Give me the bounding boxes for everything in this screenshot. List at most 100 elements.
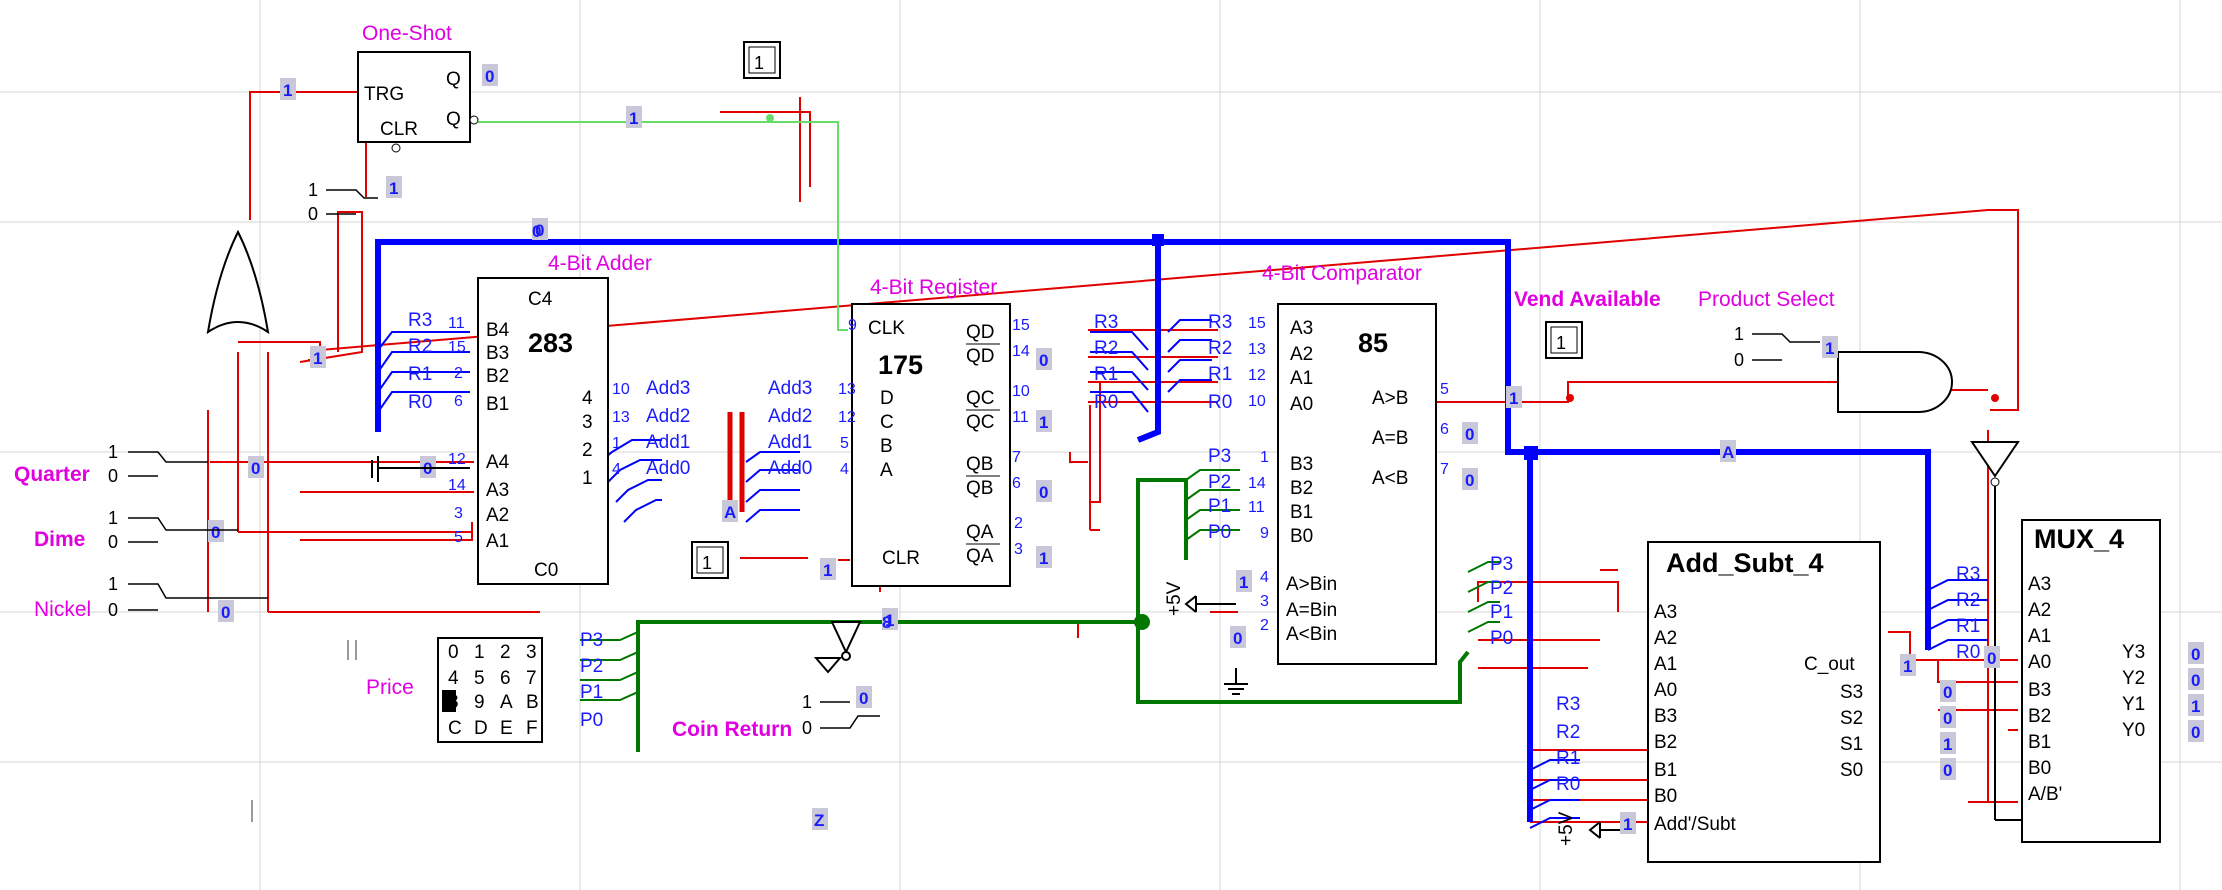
svg-text:0: 0 [1233,629,1242,648]
svg-text:12: 12 [1248,367,1266,384]
svg-text:P2: P2 [580,656,603,677]
svg-text:Y1: Y1 [2122,694,2145,715]
svg-text:QA: QA [966,522,994,543]
svg-text:B3: B3 [1290,454,1313,475]
pin-numbers: 11 15 2 6 12 14 3 5 10 13 1 4 13 12 5 4 … [448,315,1449,634]
svg-text:A3: A3 [486,480,509,501]
input-switches[interactable]: 1 0 1 0 1 0 1 0 1 0 1 0 [108,180,1744,738]
svg-text:0: 0 [1943,709,1952,728]
svg-text:Z: Z [814,811,824,830]
svg-text:P0: P0 [1208,522,1231,543]
svg-text:P0: P0 [580,710,603,731]
svg-text:0: 0 [1943,761,1952,780]
svg-text:4: 4 [582,388,593,409]
svg-text:CLR: CLR [882,548,920,569]
svg-text:1: 1 [702,553,712,573]
keypad-key[interactable]: D [474,718,488,739]
svg-text:13: 13 [1248,341,1266,358]
svg-text:283: 283 [528,328,573,358]
svg-text:Add3: Add3 [768,378,812,399]
svg-text:A: A [1722,443,1734,462]
add-subt-block: Add_Subt_4 A3 A2 A1 A0 B3 B2 B1 B0 Add'/… [1647,541,1881,863]
svg-text:A1: A1 [486,531,509,552]
svg-text:S2: S2 [1840,708,1863,729]
svg-text:6: 6 [454,393,463,410]
svg-text:13: 13 [612,409,630,426]
svg-text:1: 1 [823,561,832,580]
svg-text:Add2: Add2 [768,406,812,427]
register-block: 4-Bit Register CLK 175 D C B A CLR QD QD… [851,276,1011,587]
nickel-label: Nickel [34,598,91,621]
svg-text:Add0: Add0 [646,458,690,479]
keypad-key[interactable]: 7 [526,668,537,689]
svg-text:+5V: +5V [1164,581,1185,616]
svg-text:1: 1 [2191,697,2200,716]
vend-available-label: Vend Available [1514,288,1661,311]
svg-text:1: 1 [1825,339,1834,358]
svg-text:2: 2 [582,440,593,461]
svg-text:P1: P1 [1208,496,1231,517]
svg-text:Y0: Y0 [2122,720,2145,741]
svg-text:Add1: Add1 [646,432,690,453]
svg-text:A0: A0 [1290,394,1313,415]
keypad-key[interactable]: 0 [448,642,459,663]
svg-text:B2: B2 [2028,706,2051,727]
svg-text:P1: P1 [1490,602,1513,623]
svg-text:5: 5 [1440,381,1449,398]
keypad-key[interactable]: 8 [448,692,459,713]
keypad-key[interactable]: E [500,718,513,739]
svg-text:14: 14 [1248,475,1266,492]
svg-text:0: 0 [1943,683,1952,702]
keypad-key[interactable]: 2 [500,642,511,663]
svg-text:A=Bin: A=Bin [1286,600,1337,621]
svg-text:A0: A0 [1654,680,1677,701]
keypad-key[interactable]: B [526,692,539,713]
svg-text:10: 10 [1012,383,1030,400]
keypad-key[interactable]: 6 [500,668,511,689]
svg-text:0: 0 [1465,471,1474,490]
svg-text:1: 1 [1039,549,1048,568]
svg-text:1: 1 [1509,389,1518,408]
svg-text:1: 1 [1556,333,1566,353]
svg-text:1: 1 [1260,449,1269,466]
keypad-key[interactable]: 4 [448,668,459,689]
svg-text:15: 15 [1248,315,1266,332]
svg-text:R1: R1 [1094,364,1118,385]
price-keypad[interactable] [437,637,543,743]
svg-text:0: 0 [251,459,260,478]
svg-text:3: 3 [1014,541,1023,558]
keypad-key[interactable]: A [500,692,513,713]
svg-text:A0: A0 [2028,652,2051,673]
keypad-key[interactable]: F [526,718,538,739]
svg-text:4: 4 [612,461,621,478]
red-bus [727,412,745,512]
svg-text:B2: B2 [1290,478,1313,499]
svg-text:D: D [880,388,894,409]
svg-text:R2: R2 [1208,338,1232,359]
svg-text:1: 1 [308,180,318,200]
svg-text:3: 3 [454,505,463,522]
svg-text:P1: P1 [580,682,603,703]
buffer-gate [1970,441,2020,478]
junction-dot [1524,446,1538,460]
svg-text:S3: S3 [1840,682,1863,703]
svg-text:11: 11 [448,315,465,332]
svg-text:A>Bin: A>Bin [1286,574,1337,595]
svg-text:A: A [880,460,893,481]
junction-dot [1152,234,1164,246]
keypad-key[interactable]: C [448,718,462,739]
svg-text:1: 1 [612,435,621,452]
svg-text:R0: R0 [408,392,432,413]
keypad-key[interactable]: 3 [526,642,537,663]
adder-title: 4-Bit Adder [548,252,652,275]
keypad-key[interactable]: 5 [474,668,485,689]
keypad-key[interactable]: 1 [474,642,485,663]
svg-text:0: 0 [308,204,318,224]
svg-text:0: 0 [2191,671,2200,690]
svg-text:9: 9 [848,317,857,334]
keypad-key[interactable]: 9 [474,692,485,713]
svg-text:C_out: C_out [1804,654,1855,675]
svg-text:S1: S1 [1840,734,1863,755]
svg-text:1: 1 [108,508,118,528]
svg-text:0: 0 [211,523,220,542]
